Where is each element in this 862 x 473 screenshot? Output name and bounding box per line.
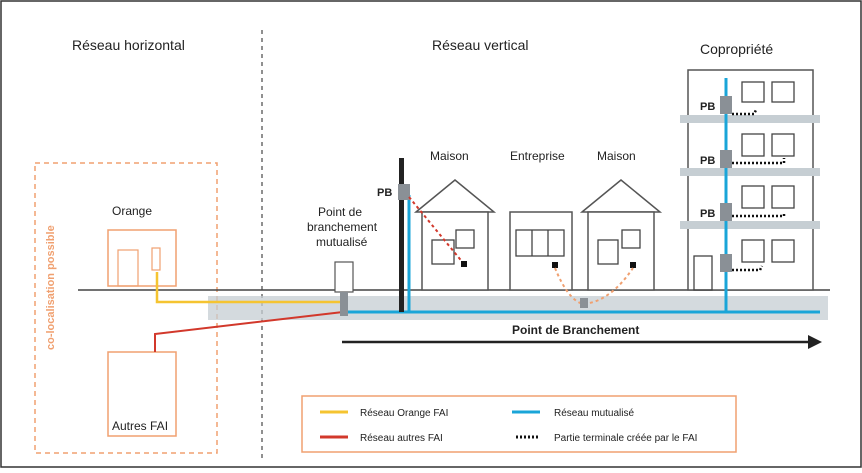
entreprise-window (515, 229, 565, 257)
copro-pb-label2: PB (700, 155, 715, 167)
copro-window (741, 133, 765, 157)
copro-window (771, 133, 795, 157)
entreprise-terminal (552, 262, 558, 268)
autres-fai-line (154, 311, 344, 352)
copro-terminal-line4 (732, 265, 764, 272)
section-title-horizontal: Réseau horizontal (72, 37, 185, 53)
maison2-body (587, 211, 655, 291)
maison1-label: Maison (430, 149, 469, 163)
copro-terminal-line2 (732, 158, 786, 165)
copro-window (741, 185, 765, 209)
legend-orange-label: Réseau Orange FAI (360, 408, 448, 419)
pbm-label-line3: mutualisé (316, 235, 368, 249)
pole-pb-label: PB (377, 187, 392, 199)
pbm-box (340, 292, 348, 316)
copro-pb-box2 (720, 150, 732, 168)
copro-window (741, 81, 765, 103)
maison1-terminal (461, 261, 467, 267)
maison1-terminal-line (408, 196, 465, 265)
autres-fai-building (107, 351, 177, 437)
maison2-window2 (621, 229, 641, 249)
copro-pb-label1: PB (700, 101, 715, 113)
orange-door (117, 249, 139, 287)
maison2-label: Maison (597, 149, 636, 163)
copro-pb-box4 (720, 254, 732, 272)
maison2-window (597, 239, 619, 265)
copro-pb-box1 (720, 96, 732, 114)
pbm-label-line1: Point de (318, 205, 362, 219)
legend-box (301, 395, 737, 453)
street-pb-box (580, 298, 588, 308)
pole-pb-box (398, 184, 410, 200)
arrow-head (808, 335, 822, 349)
section-title-vertical: Réseau vertical (432, 37, 529, 53)
copro-window (771, 239, 795, 263)
copro-window (771, 185, 795, 209)
section-title-copro: Copropriété (700, 41, 773, 57)
maison2-terminal (630, 262, 636, 268)
autres-fai-label: Autres FAI (112, 419, 168, 433)
copro-floor3 (680, 221, 820, 229)
legend-terminal-label: Partie terminale créée par le FAI (554, 433, 697, 444)
copro-floor1 (680, 115, 820, 123)
orange-fai-line (155, 272, 343, 304)
copro-building (687, 69, 814, 291)
copro-window (771, 81, 795, 103)
pbm-label-line2: branchement (307, 220, 378, 234)
pole (399, 158, 404, 312)
copro-door (693, 255, 713, 291)
colocation-label: co-localisation possible (45, 225, 57, 350)
legend-blue-label: Réseau mutualisé (554, 408, 634, 419)
arrow-label: Point de Branchement (512, 323, 639, 337)
orange-label: Orange (112, 204, 152, 218)
orange-window (151, 247, 161, 271)
copro-pb-box3 (720, 203, 732, 221)
copro-terminal-line1 (732, 109, 758, 116)
orange-building (107, 229, 177, 287)
copro-terminal-line3 (732, 214, 786, 218)
copro-window (741, 239, 765, 263)
legend-red-label: Réseau autres FAI (360, 433, 443, 444)
maison1-window (431, 239, 455, 265)
entreprise-label: Entreprise (510, 149, 565, 163)
copro-terminal-lines (732, 109, 786, 272)
entreprise-body (509, 211, 573, 291)
shared-terminal-line (554, 267, 634, 306)
pbm-cabinet (334, 261, 354, 293)
copro-floor2 (680, 168, 820, 176)
copro-pb-label3: PB (700, 208, 715, 220)
maison1-window2 (455, 229, 475, 249)
